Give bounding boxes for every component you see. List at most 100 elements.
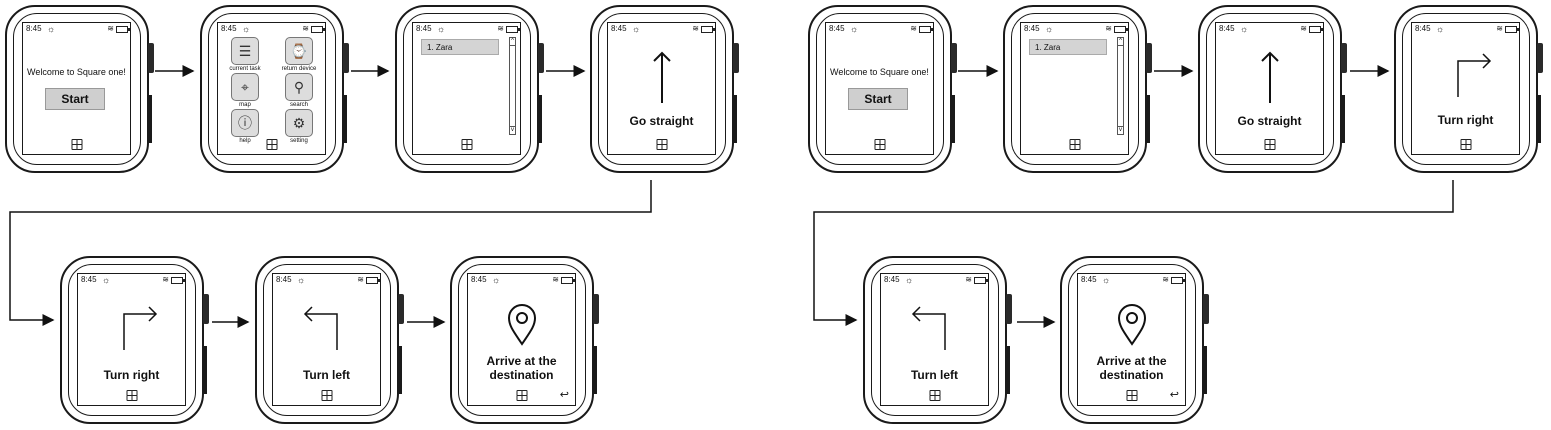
brightness-icon: ☼	[1240, 24, 1249, 34]
direction-label: Go straight	[1237, 114, 1302, 128]
home-grid-icon[interactable]	[71, 139, 82, 150]
menu-item-map[interactable]: ⌖ map	[220, 73, 270, 108]
watch-screen: 8:45 ☼ ≋ Turn left	[880, 273, 989, 406]
direction-label: Arrive at the destination	[1078, 354, 1185, 382]
direction-label: Turn left	[910, 368, 959, 382]
brightness-icon: ☼	[242, 24, 251, 34]
wifi-icon: ≋	[357, 275, 364, 284]
arrow-up-icon	[653, 51, 671, 103]
search-icon: ⚲	[285, 73, 313, 101]
back-icon[interactable]: ↩	[559, 389, 569, 401]
wifi-icon: ≋	[1105, 24, 1112, 33]
scrollbar[interactable]: ^ v	[1117, 37, 1124, 135]
welcome-message: Welcome to Square one!	[27, 67, 126, 77]
gear-icon: ⚙	[285, 109, 313, 137]
turn-right-arrow-icon	[1457, 53, 1492, 97]
welcome-message: Welcome to Square one!	[830, 67, 929, 77]
home-grid-icon[interactable]	[1264, 139, 1275, 150]
menu-item-return-device[interactable]: ⌚ return device	[274, 37, 324, 72]
battery-icon	[506, 26, 520, 33]
wifi-icon: ≋	[692, 24, 699, 33]
watch-screen: 8:45 ☼ ≋ 1. Zara ^ v	[412, 22, 521, 155]
map-icon: ⌖	[231, 73, 259, 101]
brightness-icon: ☼	[102, 275, 111, 285]
status-time: 8:45	[829, 24, 845, 33]
list-icon: ☰	[231, 37, 259, 65]
home-grid-icon[interactable]	[126, 390, 137, 401]
wifi-icon: ≋	[107, 24, 114, 33]
watch-go-straight: 8:45 ☼ ≋ Go straight	[590, 5, 739, 173]
home-grid-icon[interactable]	[1126, 390, 1137, 401]
home-grid-icon[interactable]	[1069, 139, 1080, 150]
battery-icon	[171, 277, 185, 284]
status-bar: 8:45 ☼ ≋	[1080, 275, 1185, 285]
direction-label: Go straight	[629, 114, 694, 128]
menu-item-current-task[interactable]: ☰ current task	[220, 37, 270, 72]
watch-task-list: 8:45 ☼ ≋ 1. Zara ^ v	[395, 5, 544, 173]
battery-icon	[701, 26, 715, 33]
wifi-icon: ≋	[552, 275, 559, 284]
battery-icon	[1309, 26, 1323, 33]
battery-icon	[1114, 26, 1128, 33]
status-bar: 8:45 ☼ ≋	[275, 275, 380, 285]
menu-item-setting[interactable]: ⚙ setting	[274, 109, 324, 144]
battery-icon	[366, 277, 380, 284]
brightness-icon: ☼	[47, 24, 56, 34]
arrow-up-icon	[1261, 51, 1279, 103]
start-button[interactable]: Start	[45, 88, 105, 110]
brightness-icon: ☼	[850, 24, 859, 34]
brightness-icon: ☼	[297, 275, 306, 285]
wifi-icon: ≋	[497, 24, 504, 33]
home-grid-icon[interactable]	[461, 139, 472, 150]
watch-screen: 8:45 ☼ ≋ Go straight	[1215, 22, 1324, 155]
back-icon[interactable]: ↩	[1169, 389, 1179, 401]
watch-screen: 8:45 ☼ ≋ Welcome to Square one! Start	[825, 22, 934, 155]
watch-screen: 8:45 ☼ ≋ Turn left	[272, 273, 381, 406]
home-grid-icon[interactable]	[321, 390, 332, 401]
watch-screen: 8:45 ☼ ≋ ☰ current task ⌚ return device …	[217, 22, 326, 155]
status-time: 8:45	[1415, 24, 1431, 33]
home-grid-icon[interactable]	[1460, 139, 1471, 150]
home-grid-icon[interactable]	[516, 390, 527, 401]
home-grid-icon[interactable]	[874, 139, 885, 150]
watch-turn-right: 8:45 ☼ ≋ Turn right	[60, 256, 209, 424]
watch-turn-right: 8:45 ☼ ≋ Turn right	[1394, 5, 1543, 173]
status-time: 8:45	[81, 275, 97, 284]
watch-screen: 8:45 ☼ ≋ Arrive at the destination ↩	[1077, 273, 1186, 406]
status-time: 8:45	[611, 24, 627, 33]
wifi-icon: ≋	[965, 275, 972, 284]
home-grid-icon[interactable]	[656, 139, 667, 150]
scroll-down-icon[interactable]: v	[1118, 126, 1123, 133]
watch-screen: 8:45 ☼ ≋ Go straight	[607, 22, 716, 155]
watch-menu: 8:45 ☼ ≋ ☰ current task ⌚ return device …	[200, 5, 349, 173]
status-bar: 8:45 ☼ ≋	[25, 24, 130, 34]
task-list-item[interactable]: 1. Zara	[421, 39, 499, 55]
scroll-up-icon[interactable]: ^	[510, 38, 515, 46]
location-pin-icon	[507, 304, 537, 346]
scroll-up-icon[interactable]: ^	[1118, 38, 1123, 46]
battery-icon	[974, 277, 988, 284]
scroll-down-icon[interactable]: v	[510, 126, 515, 133]
battery-icon	[311, 26, 325, 33]
wifi-icon: ≋	[910, 24, 917, 33]
wifi-icon: ≋	[162, 275, 169, 284]
brightness-icon: ☼	[437, 24, 446, 34]
watch-screen: 8:45 ☼ ≋ Turn right	[77, 273, 186, 406]
watch-task-list: 8:45 ☼ ≋ 1. Zara ^ v	[1003, 5, 1152, 173]
watch-turn-left: 8:45 ☼ ≋ Turn left	[863, 256, 1012, 424]
menu-item-search[interactable]: ⚲ search	[274, 73, 324, 108]
watch-screen: 8:45 ☼ ≋ 1. Zara ^ v	[1020, 22, 1129, 155]
status-time: 8:45	[276, 275, 292, 284]
status-bar: 8:45 ☼ ≋	[610, 24, 715, 34]
home-grid-icon[interactable]	[929, 390, 940, 401]
status-time: 8:45	[1024, 24, 1040, 33]
direction-label: Turn right	[1437, 113, 1494, 127]
watch-screen: 8:45 ☼ ≋ Arrive at the destination ↩	[467, 273, 576, 406]
status-time: 8:45	[471, 275, 487, 284]
menu-item-help[interactable]: ⓘ help	[220, 109, 270, 144]
home-grid-icon[interactable]	[266, 139, 277, 150]
start-button[interactable]: Start	[848, 88, 908, 110]
scrollbar[interactable]: ^ v	[509, 37, 516, 135]
direction-label: Turn right	[103, 368, 160, 382]
task-list-item[interactable]: 1. Zara	[1029, 39, 1107, 55]
